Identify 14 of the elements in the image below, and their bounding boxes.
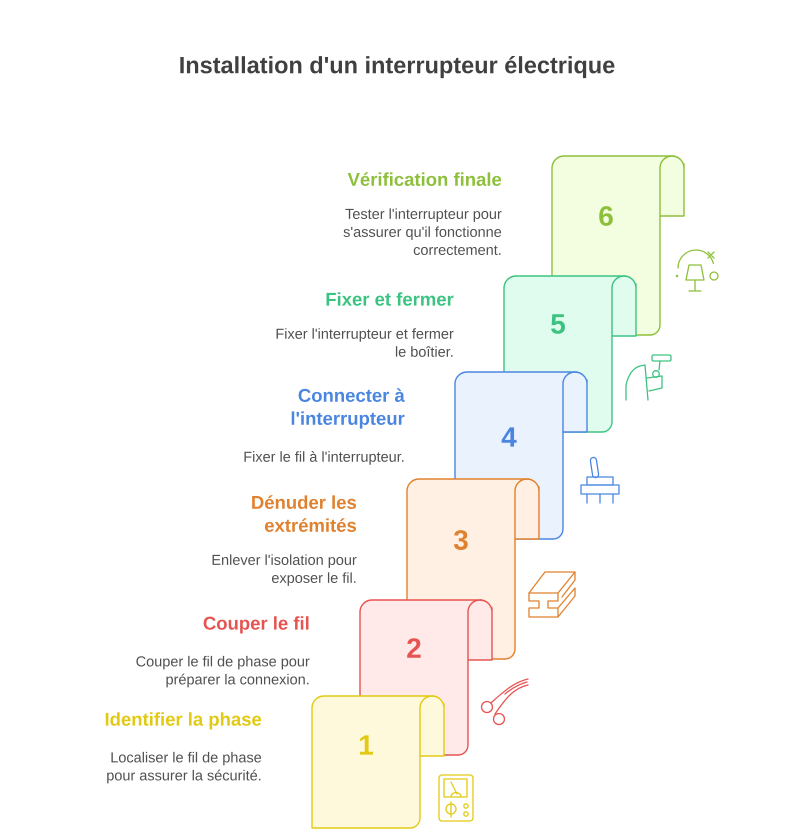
title: Installation d'un interrupteur électrique xyxy=(180,56,614,78)
step-description: Couper le fil de phase pour préparer la connexion. xyxy=(136,656,310,688)
step-description: Fixer le fil à l'interrupteur. xyxy=(244,451,404,465)
step-description: Fixer l'interrupteur et fermer le boîtier. xyxy=(276,328,454,357)
step-title: Dénuder les extrémités xyxy=(252,495,356,532)
step-title: Vérification finale xyxy=(348,172,502,186)
scroll-card: 1 xyxy=(311,695,445,829)
step-description: Tester l'interrupteur pour s'assurer qu'il fonctionne correctement. xyxy=(344,208,502,255)
step-title: Fixer et fermer xyxy=(326,292,454,306)
step-title: Connecter à l'interrupteur xyxy=(292,388,405,429)
step-description: Enlever l'isolation pour exposer le fil. xyxy=(212,554,357,586)
step-title: Identifier la phase xyxy=(106,712,262,730)
step-title: Couper le fil xyxy=(204,616,308,634)
step-description: Localiser le fil de phase pour assurer la sécurité. xyxy=(107,752,262,784)
